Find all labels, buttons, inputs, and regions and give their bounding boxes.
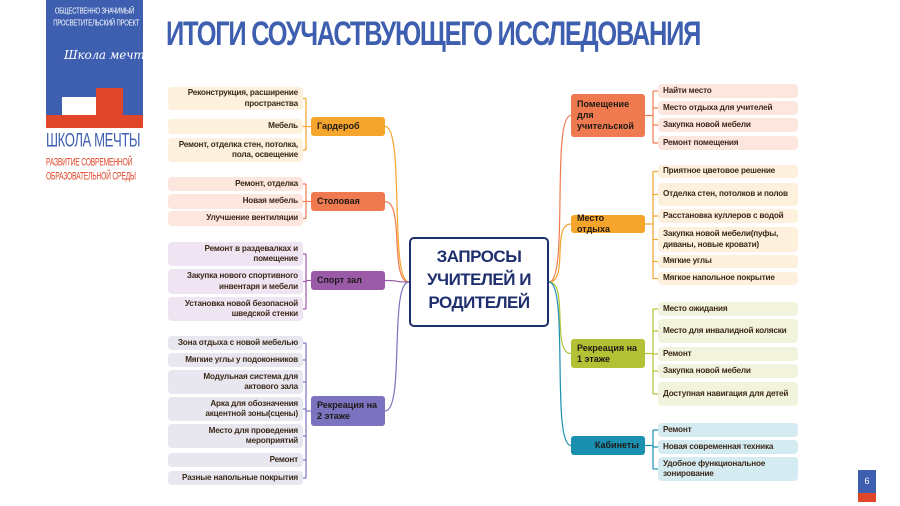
leaf-item: Удобное функциональное зонирование — [658, 457, 798, 481]
logo-line1: ОБЩЕСТВЕННО ЗНАЧИМЫЙ — [54, 7, 135, 16]
page-number: 6 — [858, 470, 876, 502]
logo-base — [46, 115, 143, 128]
leaf-item: Закупка новой мебели — [658, 364, 798, 378]
leaf-item: Модульная система для актового зала — [168, 370, 303, 394]
brand-sub1: РАЗВИТИЕ СОВРЕМЕННОЙ — [46, 156, 133, 168]
leaf-item: Мягкое напольное покрытие — [658, 272, 798, 285]
connector — [384, 125, 410, 283]
leaf-item: Расстановка куллеров с водой — [658, 209, 798, 223]
leaf-item: Разные напольные покрытия — [168, 471, 303, 485]
leaf-item: Мягкие углы у подоконников — [168, 353, 303, 367]
leaf-item: Приятное цветовое решение — [658, 165, 798, 178]
leaf-item: Ремонт — [168, 453, 303, 467]
leaf-item: Арка для обозначения акцентной зоны(сцен… — [168, 397, 303, 421]
branch-node[interactable]: Помещение для учительской — [571, 94, 645, 137]
leaf-item: Мягкие углы — [658, 255, 798, 268]
branch-node[interactable]: Столовая — [311, 192, 385, 211]
branch-node[interactable]: Гардероб — [311, 117, 385, 136]
brand-sub2: ОБРАЗОВАТЕЛЬНОЙ СРЕДЫ — [46, 170, 136, 182]
branch-node[interactable]: Спорт зал — [311, 271, 385, 290]
branch-node[interactable]: Кабинеты — [571, 436, 645, 455]
connector — [384, 200, 410, 283]
branch-node[interactable]: Рекреация на 2 этаже — [311, 396, 385, 426]
logo-building-red — [96, 88, 123, 115]
leaf-item: Доступная навигация для детей — [658, 382, 798, 406]
leaf-item: Ремонт, отделка — [168, 177, 303, 191]
leaf-item: Ремонт в раздевалках и помещение — [168, 242, 303, 266]
leaf-item: Ремонт, отделка стен, потолка, пола, осв… — [168, 138, 303, 162]
project-logo: ОБЩЕСТВЕННО ЗНАЧИМЫЙ ПРОСВЕТИТЕЛЬСКИЙ ПР… — [46, 0, 154, 128]
leaf-item: Закупка новой мебели(пуфы, диваны, новые… — [658, 227, 798, 252]
leaf-item: Место ожидания — [658, 302, 798, 316]
leaf-item: Закупка нового спортивного инвентаря и м… — [168, 269, 303, 294]
leaf-item: Новая мебель — [168, 194, 303, 209]
center-node: ЗАПРОСЫ УЧИТЕЛЕЙ И РОДИТЕЛЕЙ — [409, 237, 549, 327]
connector — [384, 281, 410, 412]
connector — [548, 114, 572, 283]
leaf-item: Установка новой безопасной шведской стен… — [168, 297, 303, 321]
logo-line2: ПРОСВЕТИТЕЛЬСКИЙ ПРОЕКТ — [53, 19, 140, 28]
leaf-item: Закупка новой мебели — [658, 118, 798, 132]
leaf-item: Ремонт — [658, 423, 798, 437]
leaf-item: Место для инвалидной коляски — [658, 319, 798, 343]
leaf-item: Мебель — [168, 119, 303, 134]
connector — [548, 223, 572, 283]
connector — [548, 281, 572, 355]
leaf-item: Реконструкция, расширение пространства — [168, 87, 303, 110]
brand-name: ШКОЛА МЕЧТЫ — [46, 131, 141, 152]
leaf-item: Место для проведения мероприятий — [168, 424, 303, 448]
leaf-item: Новая современная техника — [658, 440, 798, 454]
connector — [384, 279, 410, 283]
leaf-item: Место отдыха для учителей — [658, 101, 798, 115]
leaf-item: Отделка стен, потолков и полов — [658, 183, 798, 206]
leaf-item: Ремонт — [658, 347, 798, 361]
page-title: ИТОГИ СОУЧАСТВУЮЩЕГО ИССЛЕДОВАНИЯ — [166, 14, 701, 53]
leaf-item: Улучшение вентиляции — [168, 211, 303, 226]
branch-node[interactable]: Рекреация на 1 этаже — [571, 339, 645, 368]
leaf-item: Зона отдыха с новой мебелью — [168, 336, 303, 350]
leaf-item: Ремонт помещения — [658, 136, 798, 150]
logo-building-white — [62, 97, 96, 115]
connector — [548, 281, 572, 447]
branch-node[interactable]: Место отдыха — [571, 213, 645, 234]
leaf-item: Найти место — [658, 84, 798, 98]
